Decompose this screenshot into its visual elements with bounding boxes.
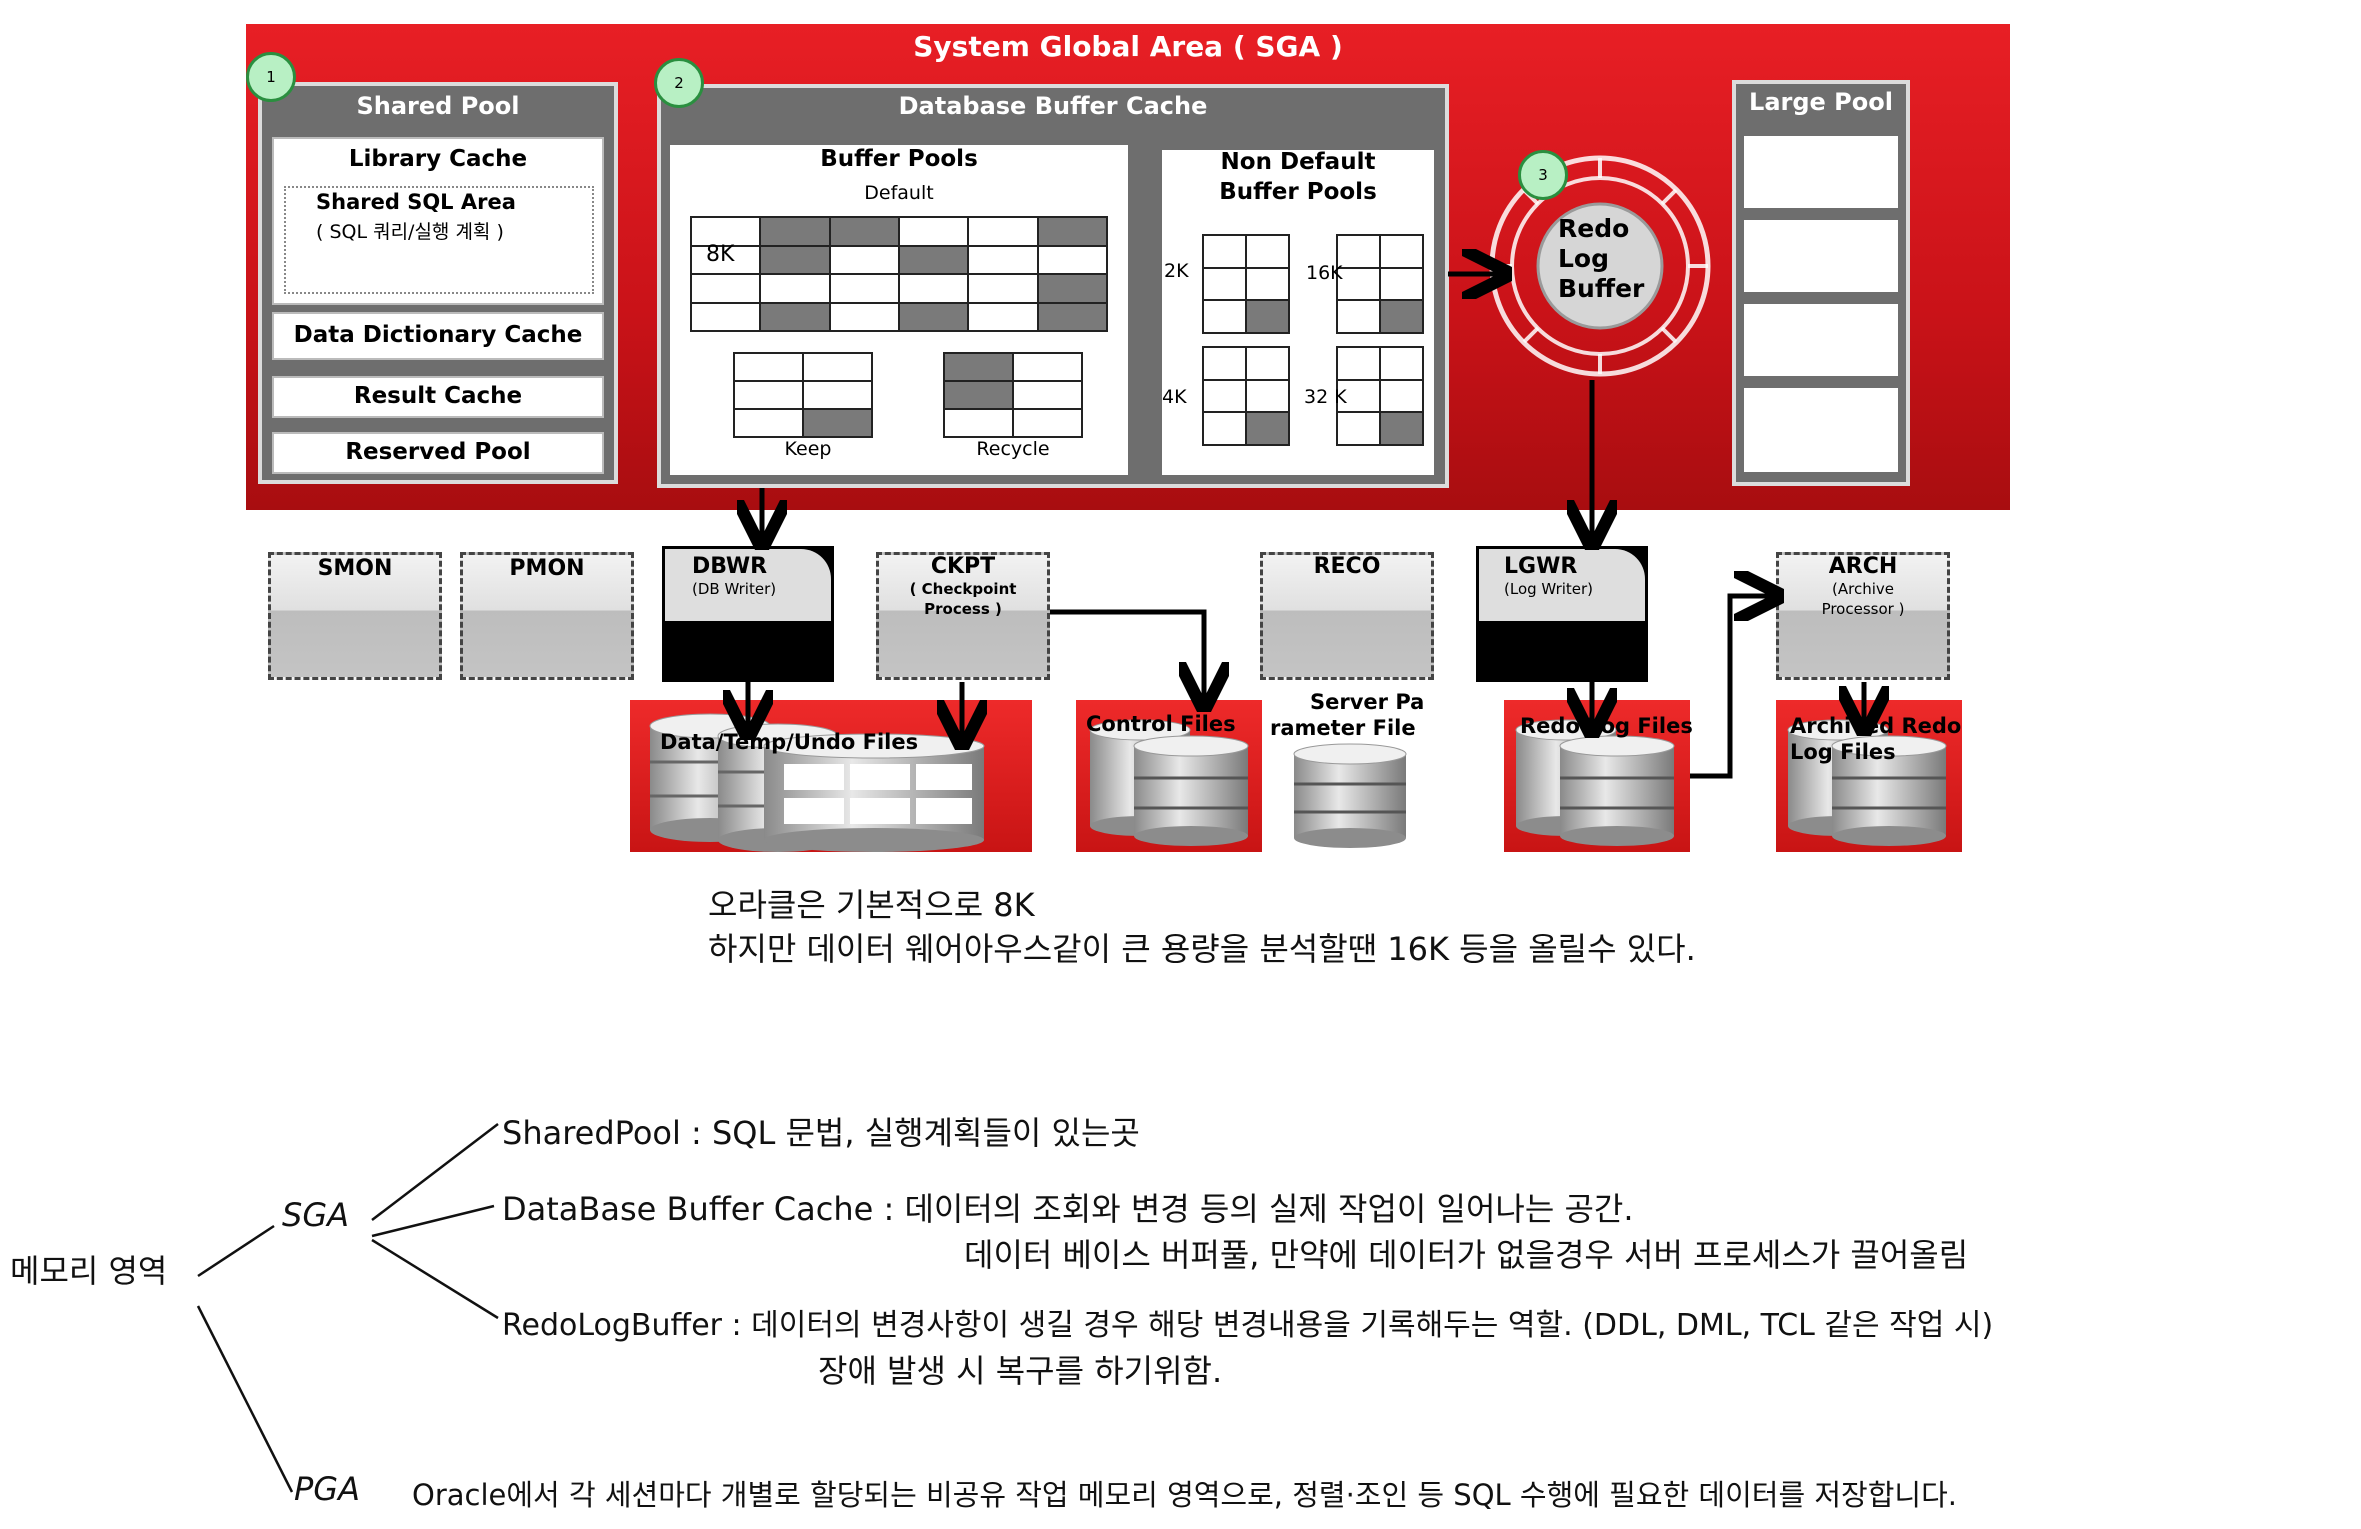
default-pool-label: Default — [864, 182, 934, 204]
non-default-label-1: Non Default — [1220, 149, 1376, 175]
redo-label-3: Buffer — [1558, 274, 1645, 303]
large-pool-slot-2 — [1744, 220, 1898, 292]
ckpt-sub-1: ( Checkpoint — [909, 580, 1017, 598]
library-cache-box — [272, 137, 604, 305]
tree-pga-desc: Oracle에서 각 세션마다 개별로 할당되는 비공유 작업 메모리 영역으로… — [412, 1478, 1957, 1512]
recycle-pool-label: Recycle — [976, 438, 1050, 460]
shared-sql-area-box — [284, 186, 594, 294]
tree-shared-pool: SharedPool : SQL 문법, 실행계획들이 있는곳 — [502, 1114, 1140, 1152]
large-pool-title: Large Pool — [1749, 88, 1893, 116]
lgwr-label: LGWR — [1504, 554, 1578, 579]
redo-log-files-db-icon — [1515, 719, 1675, 846]
redo-badge: 3 — [1518, 150, 1568, 200]
tree-sga-to-buffer — [371, 1204, 495, 1238]
shared-pool-title: Shared Pool — [356, 92, 520, 120]
shared-sql-area-label: Shared SQL Area — [316, 190, 516, 214]
redo-label-2: Log — [1558, 244, 1610, 273]
tree-redo-2: 장애 발생 시 복구를 하기위함. — [818, 1352, 1223, 1390]
param-file-label-1: Server Pa — [1310, 690, 1425, 714]
tree-buffer-cache-2: 데이터 베이스 버퍼풀, 만약에 데이터가 없을경우 서버 프로세스가 끌어올림 — [964, 1236, 1969, 1274]
dbwr-process — [662, 546, 834, 682]
ckpt-sub-2: Process ) — [924, 600, 1002, 618]
buffer-pools-label: Buffer Pools — [820, 146, 978, 172]
arch-sub-2: Processor ) — [1821, 600, 1905, 618]
data-dictionary-cache-label: Data Dictionary Cache — [293, 322, 583, 348]
keep-pool-grid — [733, 352, 873, 438]
control-files-label: Control Files — [1086, 712, 1236, 736]
buffer-cache-title: Database Buffer Cache — [898, 92, 1208, 120]
data-files-db-icon — [649, 713, 985, 852]
tree-redo-1: RedoLogBuffer : 데이터의 변경사항이 생길 경우 해당 변경내용… — [502, 1308, 1994, 1343]
reserved-pool-label: Reserved Pool — [345, 439, 531, 465]
default-pool-grid — [690, 216, 1108, 332]
ckpt-to-control-arrow — [1050, 609, 1204, 702]
reco-process — [1260, 552, 1434, 680]
size-16k-label: 16K — [1306, 262, 1343, 284]
size-2k-label: 2K — [1164, 260, 1189, 282]
reserved-pool-box — [272, 432, 604, 474]
smon-label: SMON — [317, 556, 393, 581]
tree-sga: SGA — [282, 1196, 349, 1234]
dbwr-label: DBWR — [692, 554, 768, 579]
tree-root-to-pga — [196, 1305, 294, 1493]
keep-pool-label: Keep — [784, 438, 832, 460]
reco-label: RECO — [1313, 554, 1381, 579]
tree-sga-to-shared — [371, 1123, 499, 1221]
ckpt-process — [876, 552, 1050, 680]
pool-16k-grid — [1336, 234, 1424, 334]
archived-log-files-label-2: Log Files — [1790, 740, 1896, 764]
redo-label-1: Redo — [1558, 214, 1630, 243]
ckpt-label: CKPT — [930, 554, 996, 579]
note-line-2: 하지만 데이터 웨어아우스같이 큰 용량을 분석할땐 16K 등을 올릴수 있다… — [708, 930, 1696, 968]
large-pool-slot-3 — [1744, 304, 1898, 376]
lgwr-sub: (Log Writer) — [1504, 580, 1594, 598]
tree-pga: PGA — [294, 1470, 360, 1508]
arch-sub-1: (Archive — [1832, 580, 1894, 598]
archived-log-files-label-1: Archived Redo — [1790, 714, 1962, 738]
tree-root: 메모리 영역 — [10, 1252, 168, 1290]
large-pool-slot-1 — [1744, 136, 1898, 208]
library-cache-label: Library Cache — [348, 146, 528, 172]
param-file-db-icon — [1293, 743, 1407, 848]
size-4k-label: 4K — [1162, 386, 1187, 408]
lgwr-process — [1476, 546, 1648, 682]
data-files-label: Data/Temp/Undo Files — [660, 730, 919, 754]
pool-4k-grid — [1202, 346, 1290, 446]
param-file-label-2: rameter File — [1270, 716, 1416, 740]
buffer-cache-badge: 2 — [654, 58, 704, 108]
redofiles-to-arch-arrow — [1690, 596, 1774, 779]
result-cache-label: Result Cache — [353, 383, 523, 409]
pmon-process — [460, 552, 634, 680]
smon-process — [268, 552, 442, 680]
pmon-label: PMON — [509, 556, 585, 581]
pool-32k-grid — [1336, 346, 1424, 446]
pool-2k-grid — [1202, 234, 1290, 334]
size-32k-label: 32 K — [1304, 386, 1347, 408]
tree-buffer-cache-1: DataBase Buffer Cache : 데이터의 조회와 변경 등의 실… — [502, 1190, 1634, 1228]
note-line-1: 오라클은 기본적으로 8K — [708, 886, 1035, 924]
result-cache-box — [272, 376, 604, 418]
non-default-label-2: Buffer Pools — [1219, 179, 1377, 205]
tree-root-to-sga — [197, 1224, 275, 1278]
shared-pool-badge: 1 — [246, 52, 296, 102]
block-8k-label: 8K — [706, 242, 735, 267]
tree-sga-to-redo — [371, 1238, 499, 1320]
large-pool-slot-4 — [1744, 388, 1898, 472]
arch-label: ARCH — [1828, 554, 1898, 579]
data-dictionary-cache-box — [272, 312, 604, 360]
sga-title: System Global Area ( SGA ) — [913, 30, 1343, 63]
recycle-pool-grid — [943, 352, 1083, 438]
control-files-db-icon — [1089, 719, 1249, 846]
dbwr-sub: (DB Writer) — [692, 580, 777, 598]
shared-sql-area-sub: ( SQL 쿼리/실행 계획 ) — [316, 221, 504, 243]
redo-log-files-label: Redo Log Files — [1520, 714, 1693, 738]
